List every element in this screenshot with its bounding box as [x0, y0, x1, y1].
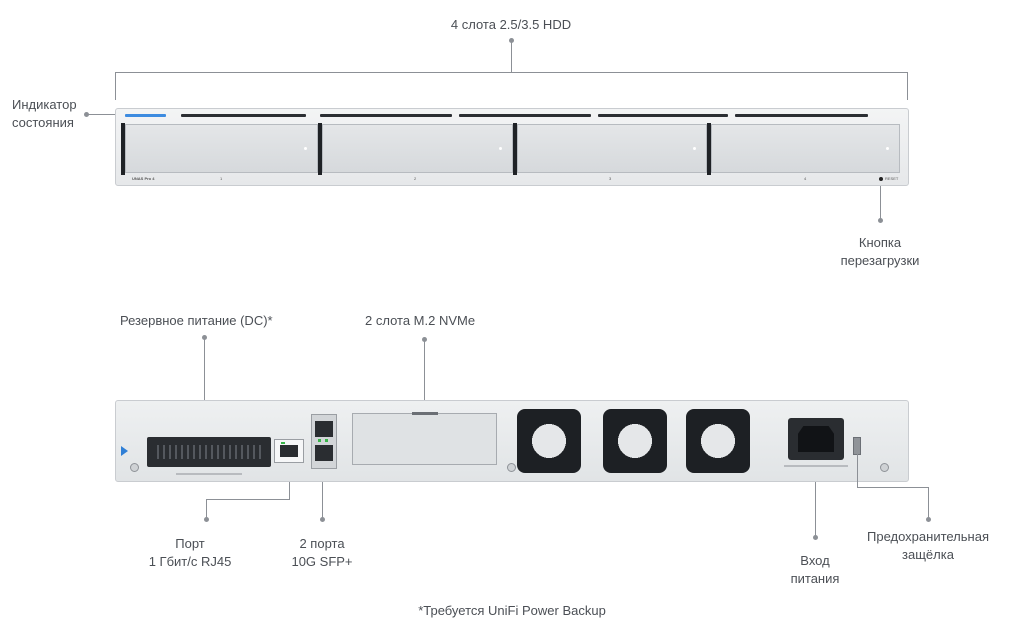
power-inlet-caption	[784, 465, 848, 467]
dc-connector[interactable]	[147, 437, 271, 467]
nvme-callout-line	[424, 339, 425, 400]
reset-text: RESET	[885, 176, 899, 181]
rj45-callout-horizontal	[206, 499, 290, 500]
fan-1	[517, 409, 581, 473]
fan-1-grille	[518, 410, 580, 472]
sfp-led-2	[325, 439, 328, 442]
sfp-ports-label: 2 порта 10G SFP+	[291, 535, 352, 571]
bay-divider-1	[318, 123, 322, 175]
nvme-cover[interactable]	[352, 412, 497, 465]
power-callout-line	[815, 482, 816, 536]
bay-4-led	[886, 147, 889, 150]
drive-bay-3[interactable]	[517, 124, 707, 173]
latch-callout-horizontal	[857, 487, 929, 488]
rj45-port-label: Порт 1 Гбит/с RJ45	[149, 535, 232, 571]
bay-1-led	[304, 147, 307, 150]
sfp-callout-line	[322, 482, 323, 518]
reset-callout-dot	[878, 218, 883, 223]
nvme-slots-label: 2 слота M.2 NVMe	[365, 313, 476, 328]
back-panel	[115, 400, 909, 482]
status-callout-dot	[84, 112, 89, 117]
hdd-callout-stem	[511, 40, 512, 72]
dc-callout-line	[204, 337, 205, 400]
status-callout-line	[87, 114, 117, 115]
rj45-jack	[280, 445, 298, 457]
bay-number-2: 2	[414, 176, 417, 181]
status-label-line1: Индикатор	[12, 97, 77, 112]
latch-label-line2: защёлка	[902, 547, 954, 562]
model-text: UNAS Pro 4	[132, 176, 155, 181]
reset-label-line2: перезагрузки	[840, 253, 920, 268]
rj45-callout-drop	[206, 499, 207, 519]
drive-bay-1[interactable]	[125, 124, 318, 173]
sfp-led-1	[318, 439, 321, 442]
bay-number-1: 1	[220, 176, 223, 181]
status-label-line2: состояния	[12, 115, 74, 130]
latch-label-line1: Предохранительная	[866, 529, 990, 544]
power-callout-dot	[813, 535, 818, 540]
sfp-port-2[interactable]	[315, 445, 333, 461]
dc-arrow-icon	[121, 446, 128, 456]
rj45-label-line2: 1 Гбит/с RJ45	[148, 554, 232, 569]
status-indicator-label: Индикатор состояния	[12, 96, 77, 132]
rj45-port[interactable]	[274, 439, 304, 463]
bay-3-strip	[459, 114, 591, 117]
rj45-led	[281, 442, 285, 444]
fan-3	[686, 409, 750, 473]
hdd-bracket-right	[907, 72, 908, 100]
sfp-port-1[interactable]	[315, 421, 333, 437]
reset-callout-line	[880, 186, 881, 220]
nvme-cover-tab	[412, 412, 438, 415]
safety-latch-label: Предохранительная защёлка	[867, 528, 989, 564]
sfp-label-line1: 2 порта	[299, 536, 345, 551]
bay-4-strip-b	[735, 114, 868, 117]
bay-1-strip	[181, 114, 306, 117]
fan-2	[603, 409, 667, 473]
power-input-label: Вход питания	[791, 552, 840, 588]
hdd-slots-label: 4 слота 2.5/3.5 HDD	[450, 17, 572, 32]
bay-3-led	[693, 147, 696, 150]
bay-2-led	[499, 147, 502, 150]
power-inlet[interactable]	[788, 418, 844, 460]
hdd-bracket-left	[115, 72, 116, 100]
dc-backup-label: Резервное питание (DC)*	[120, 313, 273, 328]
bay-divider-3	[707, 123, 711, 175]
screw-left	[130, 463, 139, 472]
dc-connector-pins	[153, 445, 265, 459]
bay-edge-left	[121, 123, 125, 175]
fan-3-grille	[687, 410, 749, 472]
bay-divider-2	[513, 123, 517, 175]
bay-number-4: 4	[804, 176, 807, 181]
reset-button-label: Кнопка перезагрузки	[841, 234, 920, 270]
latch-callout-dot	[926, 517, 931, 522]
footnote: *Требуется UniFi Power Backup	[418, 603, 606, 618]
latch-callout-stem	[857, 454, 858, 487]
latch-callout-drop	[928, 487, 929, 519]
sfp-callout-dot	[320, 517, 325, 522]
screw-mid	[507, 463, 516, 472]
bay-2-strip	[320, 114, 452, 117]
power-label-line2: питания	[790, 571, 840, 586]
safety-latch[interactable]	[853, 437, 861, 455]
rj45-label-line1: Порт	[175, 536, 205, 551]
bay-number-3: 3	[609, 176, 612, 181]
status-led	[125, 114, 166, 117]
rj45-callout-stem	[289, 482, 290, 499]
fan-2-grille	[604, 410, 666, 472]
sfp-cage	[311, 414, 337, 469]
rj45-callout-dot	[204, 517, 209, 522]
power-socket	[798, 426, 834, 452]
bay-4-strip-a	[598, 114, 728, 117]
front-panel: UNAS Pro 4 1 2 3 4 RESET	[115, 108, 909, 186]
reset-button[interactable]	[879, 177, 883, 181]
screw-right	[880, 463, 889, 472]
sfp-label-line2: 10G SFP+	[291, 554, 353, 569]
hdd-bracket-top	[115, 72, 908, 73]
drive-bay-4[interactable]	[711, 124, 900, 173]
dc-connector-caption	[176, 473, 242, 475]
reset-label-line1: Кнопка	[858, 235, 902, 250]
power-label-line1: Вход	[800, 553, 830, 568]
drive-bay-2[interactable]	[322, 124, 513, 173]
